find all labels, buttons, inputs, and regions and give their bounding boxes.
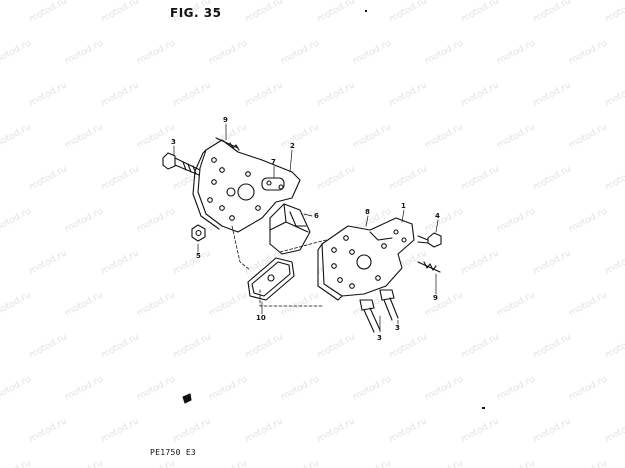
right-bolt-4 bbox=[417, 232, 442, 248]
cushion-pad-10 bbox=[247, 257, 295, 301]
callout-2: 2 bbox=[290, 142, 295, 150]
callout-9-upper: 9 bbox=[223, 116, 228, 124]
callout-7: 7 bbox=[271, 158, 276, 166]
left-long-bolt bbox=[162, 152, 201, 176]
callout-3-left: 3 bbox=[171, 138, 176, 146]
debris-mark bbox=[182, 393, 192, 404]
callout-4: 4 bbox=[435, 212, 440, 220]
callout-3-lower-b: 3 bbox=[395, 324, 400, 332]
callout-5: 5 bbox=[196, 252, 201, 260]
leader-lines bbox=[173, 123, 439, 333]
callout-10: 10 bbox=[256, 314, 266, 322]
callout-6: 6 bbox=[314, 212, 319, 220]
figure-code: PE1750 E3 bbox=[150, 448, 197, 457]
assembly-guide-lines bbox=[231, 225, 327, 307]
speck-mark bbox=[365, 10, 367, 12]
rubber-block bbox=[269, 203, 311, 255]
callout-8: 8 bbox=[365, 208, 370, 216]
callout-1: 1 bbox=[401, 202, 406, 210]
callout-9-lower: 9 bbox=[433, 294, 438, 302]
left-bracket-plate bbox=[192, 139, 301, 233]
callout-3-lower-a: 3 bbox=[377, 334, 382, 342]
lower-spring-pin bbox=[417, 261, 441, 273]
lower-bolts bbox=[359, 289, 399, 333]
callout-labels: 3 9 7 2 6 5 10 8 1 4 9 3 3 bbox=[171, 116, 440, 342]
upper-spring-pin bbox=[215, 137, 240, 151]
speck-mark bbox=[482, 407, 485, 409]
nut-5 bbox=[191, 224, 206, 242]
figure-title: FIG. 35 bbox=[170, 6, 222, 20]
right-bracket-plate bbox=[317, 217, 415, 301]
